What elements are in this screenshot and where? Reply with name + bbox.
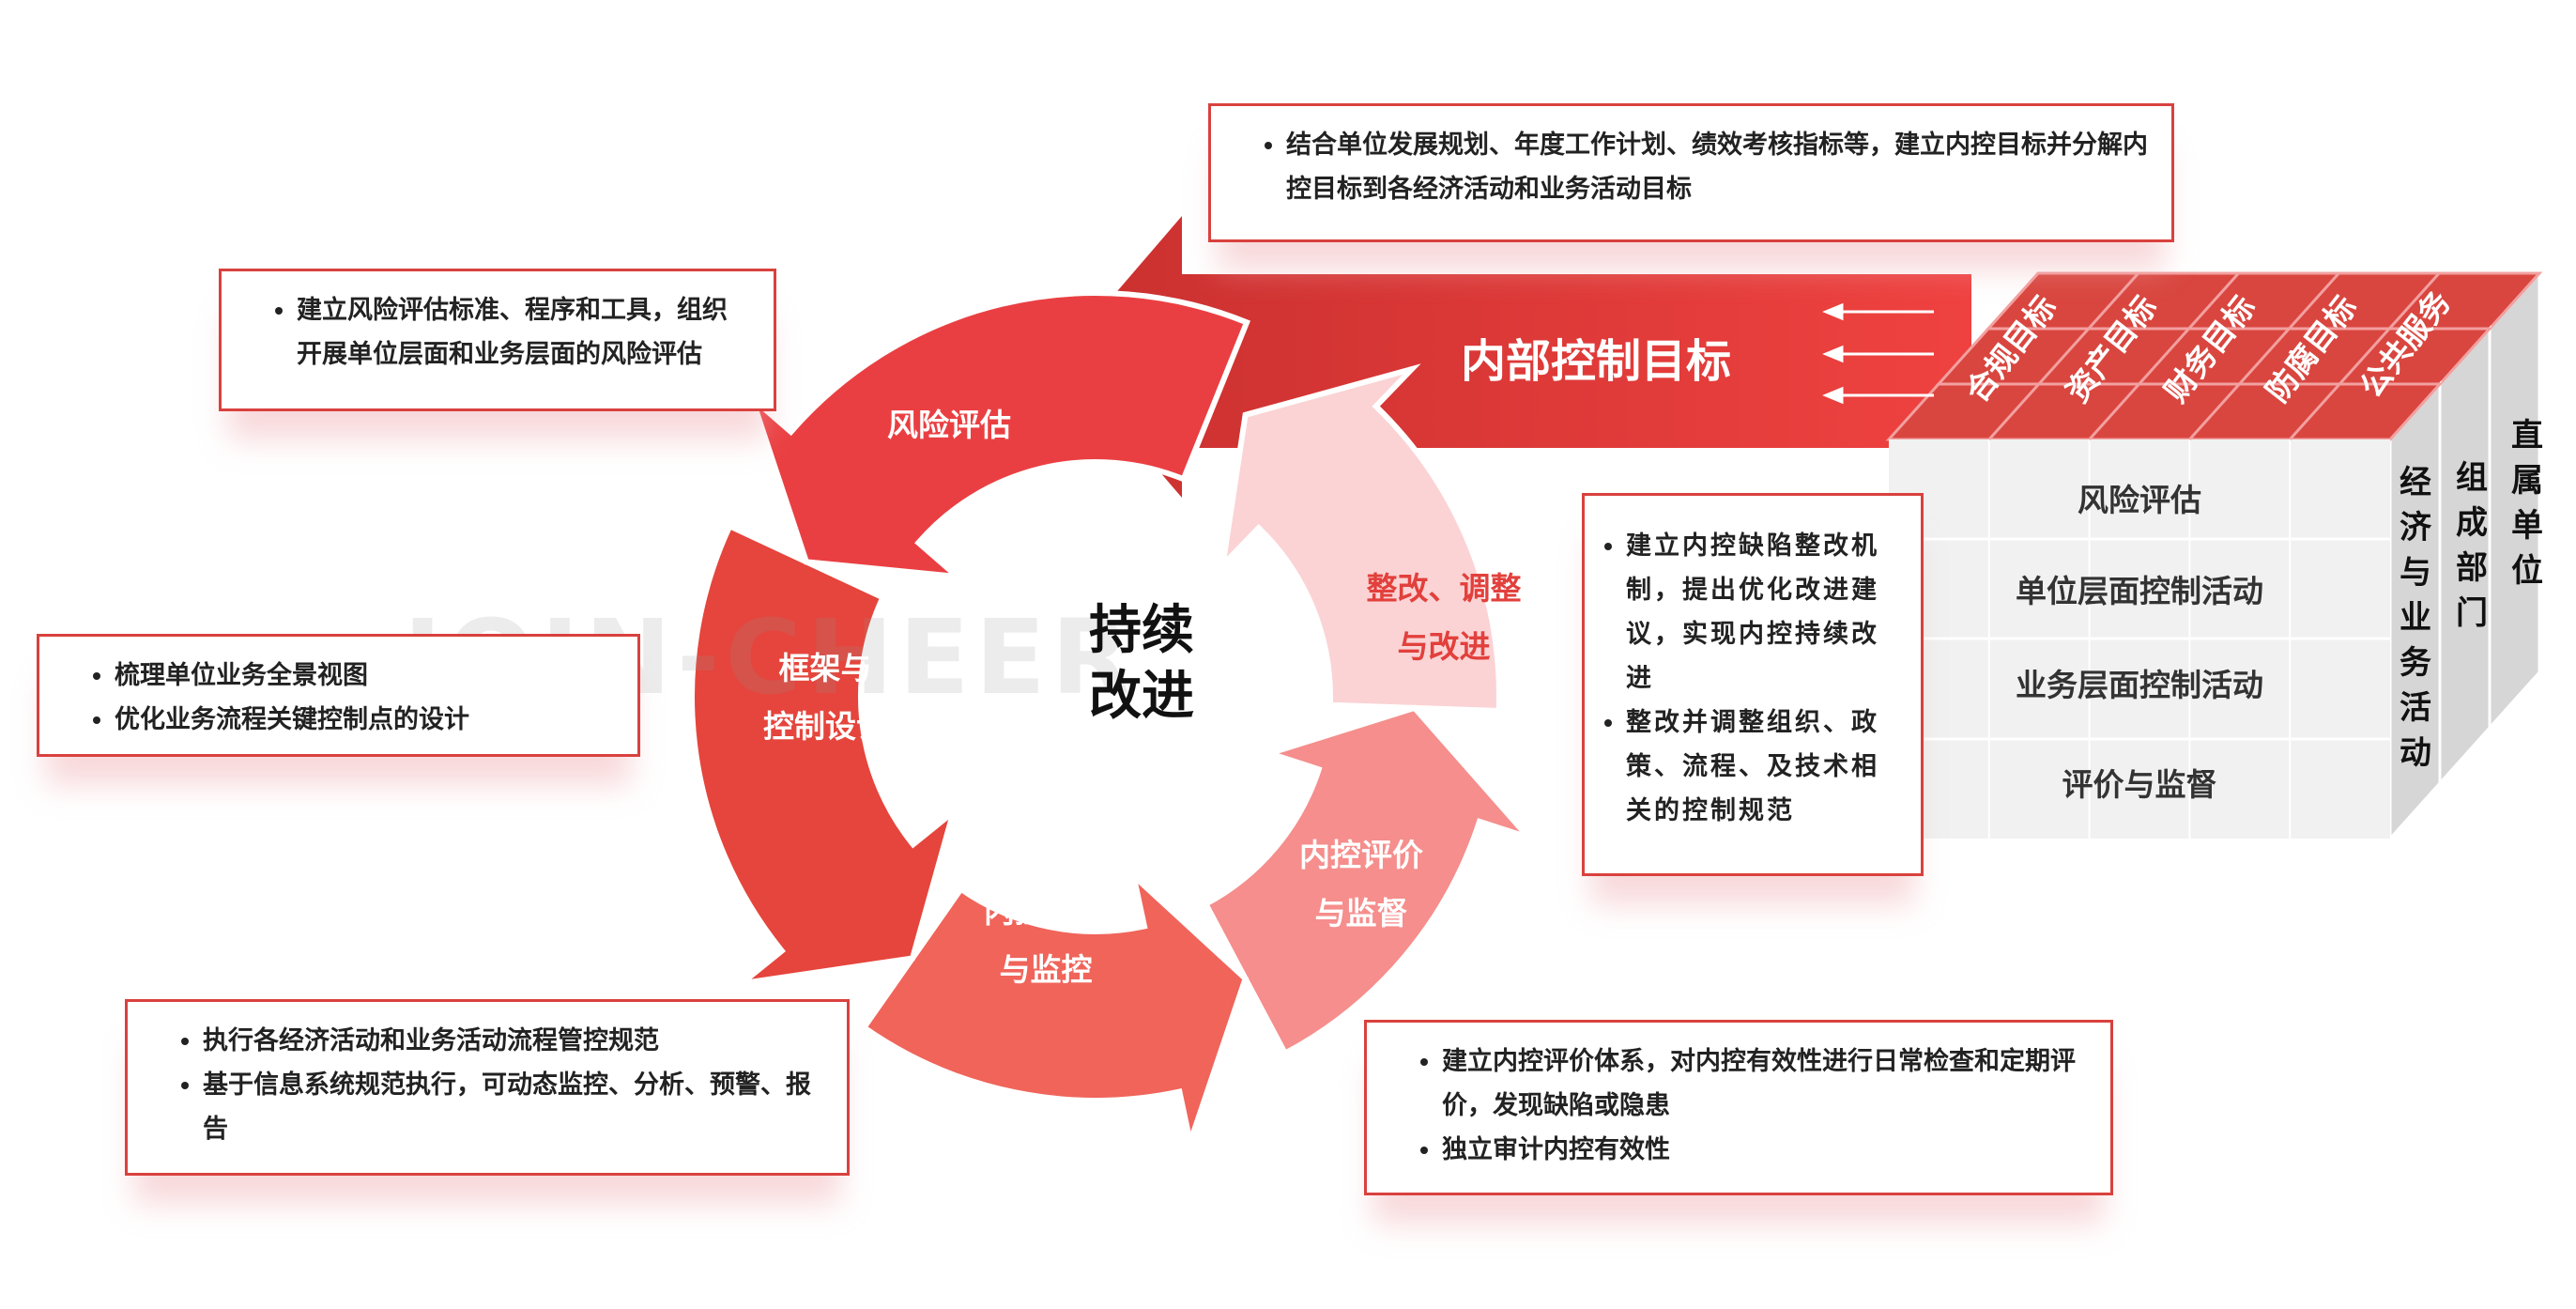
cycle-label-design: 框架与控制设计	[763, 650, 887, 745]
cycle-arrow-exec	[860, 868, 1250, 1153]
cube-row: 单位层面控制活动	[2016, 573, 2263, 609]
note-item: 结合单位发展规划、年度工作计划、绩效考核指标等，建立内控目标并分解内控目标到各经…	[1286, 123, 2149, 211]
cube-grid-line	[2088, 271, 2240, 441]
note-item: 建立内控缺陷整改机制，提出优化改进建议，实现内控持续改进	[1626, 524, 1902, 701]
design-note: 梳理单位业务全景视图优化业务流程关键控制点的设计	[37, 634, 640, 757]
cycle-label-eval: 内控评价与监督	[1299, 837, 1423, 932]
objectives-band-title: 内部控制目标	[1460, 335, 1732, 388]
note-item: 优化业务流程关键控制点的设计	[115, 698, 615, 742]
center-label-line: 持续	[1089, 600, 1194, 661]
cube-depth-label: 经济与业务活动	[2400, 464, 2431, 772]
center-label: 持续 改进	[1089, 598, 1194, 730]
note-item: 执行各经济活动和业务活动流程管控规范	[203, 1019, 824, 1063]
cycle-label-improve: 整改、调整与改进	[1366, 570, 1522, 665]
eval-note: 建立内控评价体系，对内控有效性进行日常检查和定期评价，发现缺陷或隐患独立审计内控…	[1364, 1020, 2113, 1195]
cycle-arrows	[689, 290, 1538, 1153]
note-item: 整改并调整组织、政策、流程、及技术相关的控制规范	[1626, 701, 1902, 833]
risk-note: 建立风险评估标准、程序和工具，组织开展单位层面和业务层面的风险评估	[219, 269, 776, 411]
objectives-note: 结合单位发展规划、年度工作计划、绩效考核指标等，建立内控目标并分解内控目标到各经…	[1208, 103, 2174, 242]
cube-grid-line	[2289, 271, 2441, 441]
note-item: 独立审计内控有效性	[1442, 1128, 2088, 1172]
cube-row: 业务层面控制活动	[2016, 667, 2263, 703]
note-item: 梳理单位业务全景视图	[115, 654, 615, 698]
improve-note: 建立内控缺陷整改机制，提出优化改进建议，实现内控持续改进整改并调整组织、政策、流…	[1582, 493, 1924, 876]
objectives-cube	[1885, 270, 2543, 842]
small-arrows	[1822, 302, 1934, 405]
cube-grid-line	[2188, 271, 2340, 441]
cube-row: 风险评估	[2078, 482, 2201, 518]
cycle-arrow-eval	[1202, 704, 1538, 1057]
center-label-line: 改进	[1089, 666, 1194, 727]
cycle-arrow-improve	[1219, 363, 1502, 715]
cube-depth-label: 直属单位	[2511, 417, 2543, 590]
cube-top-face	[1985, 271, 2543, 331]
cycle-arrow-design	[689, 522, 958, 988]
exec-note: 执行各经济活动和业务活动流程管控规范基于信息系统规范执行，可动态监控、分析、预警…	[125, 999, 850, 1176]
cycle-arrow-risk	[745, 290, 1251, 581]
cube-row: 评价与监督	[2062, 766, 2217, 803]
cycle-label-exec: 内控执行与监控	[984, 893, 1108, 988]
note-item: 基于信息系统规范执行，可动态监控、分析、预警、报告	[203, 1063, 824, 1151]
note-item: 建立风险评估标准、程序和工具，组织开展单位层面和业务层面的风险评估	[297, 288, 751, 377]
cube-depth-label: 组成部门	[2456, 459, 2488, 632]
cycle-label-risk: 风险评估	[887, 407, 1011, 443]
cube-grid-line	[1987, 271, 2139, 441]
note-item: 建立内控评价体系，对内控有效性进行日常检查和定期评价，发现缺陷或隐患	[1442, 1040, 2088, 1128]
